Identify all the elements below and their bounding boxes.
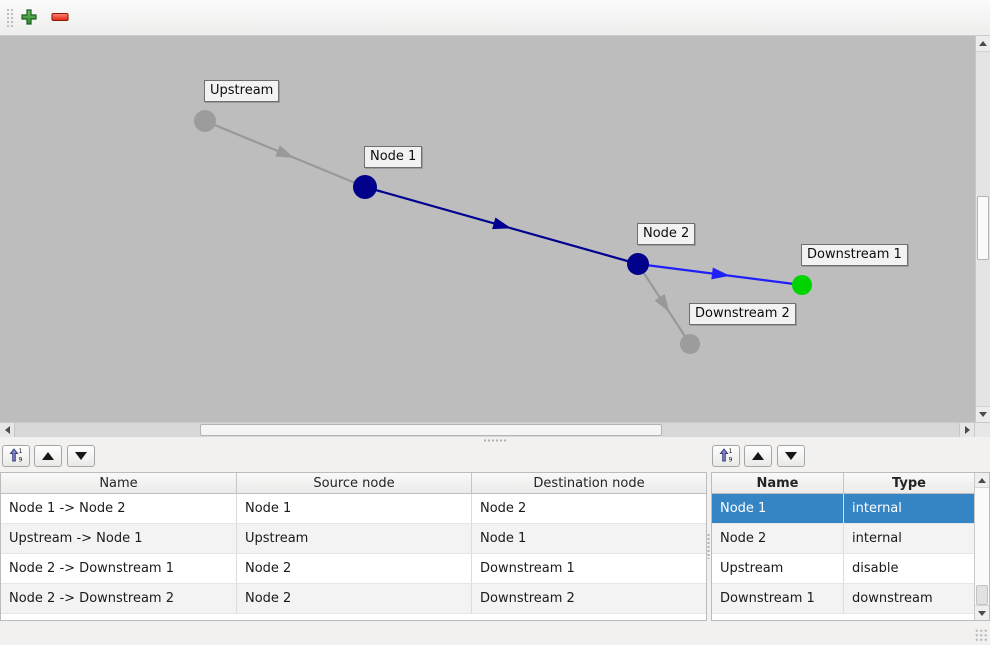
table-row[interactable]: Node 2 internal [712,524,974,554]
node-type: downstream [852,591,933,606]
header-destination-node[interactable]: Destination node [533,475,645,491]
scroll-left-button[interactable] [0,423,15,437]
edge-source: Node 2 [237,554,472,583]
svg-text:1: 1 [19,448,23,455]
table-row-selected[interactable]: Node 1 internal [712,494,974,524]
node-type: internal [852,501,902,516]
scrollbar-corner [974,422,990,437]
graph-node[interactable] [353,175,377,199]
edges-move-up-button[interactable] [34,445,62,467]
toolbar [0,0,990,36]
nodes-table: Name Type Node 1 internal Node 2 interna… [711,472,990,621]
edge-arrow-icon[interactable] [492,217,513,234]
graph-node[interactable] [792,275,812,295]
toolbar-drag-handle[interactable] [6,8,14,29]
edge-source: Node 1 [237,494,472,523]
scroll-right-button[interactable] [959,423,974,437]
edge-source: Upstream [237,524,472,553]
scroll-down-button[interactable] [976,406,990,422]
nodes-move-down-button[interactable] [777,445,805,467]
scroll-up-button[interactable] [976,36,990,52]
edge-destination: Node 1 [480,531,527,546]
vertical-splitter[interactable] [706,444,711,621]
table-row[interactable]: Node 2 -> Downstream 2 Node 2 Downstream… [1,584,706,614]
node-name: Node 1 [712,494,844,523]
horizontal-scrollbar-thumb[interactable] [200,424,662,436]
node-name: Node 2 [712,524,844,553]
triangle-down-icon [785,452,797,460]
svg-text:1: 1 [729,448,733,455]
svg-text:9: 9 [729,456,733,463]
table-row[interactable]: Upstream -> Node 1 Upstream Node 1 [1,524,706,554]
scroll-up-button[interactable] [975,473,989,488]
triangle-up-icon [752,452,764,460]
node-label[interactable]: Downstream 1 [801,244,908,266]
sort-ascending-icon: 1 9 [8,447,24,466]
splitter-handle-icon [707,533,710,559]
table-row[interactable]: Node 1 -> Node 2 Node 1 Node 2 [1,494,706,524]
edge-arrow-icon[interactable] [275,145,296,163]
svg-text:9: 9 [19,456,23,463]
edge-name: Node 2 -> Downstream 1 [1,554,237,583]
nodes-sort-button[interactable]: 1 9 [712,445,740,467]
edge-destination: Node 2 [480,501,527,516]
node-label[interactable]: Node 2 [637,223,696,245]
header-name[interactable]: Name [1,473,237,493]
triangle-down-icon [979,412,987,417]
minus-icon [51,11,69,26]
remove-button[interactable] [48,6,72,30]
plus-icon [20,8,38,29]
edges-table-header: Name Source node Destination node [1,473,706,494]
edges-sort-button[interactable]: 1 9 [2,445,30,467]
node-type: internal [852,531,902,546]
header-type[interactable]: Type [892,475,926,491]
nodes-table-header: Name Type [712,473,974,494]
header-name[interactable]: Name [712,473,844,493]
vertical-scrollbar-thumb[interactable] [977,196,989,260]
edge-name: Node 1 -> Node 2 [1,494,237,523]
horizontal-splitter[interactable] [0,437,990,444]
table-row[interactable]: Node 2 -> Downstream 1 Node 2 Downstream… [1,554,706,584]
triangle-up-icon [978,477,986,483]
edge-destination: Downstream 1 [480,561,575,576]
header-source-node[interactable]: Source node [237,473,472,493]
triangle-left-icon [4,426,10,434]
triangle-down-icon [75,452,87,460]
triangle-down-icon [978,610,986,616]
canvas-horizontal-scrollbar[interactable] [0,422,974,437]
status-bar [0,621,990,645]
node-label[interactable]: Downstream 2 [689,303,796,325]
node-name: Downstream 1 [712,584,844,613]
add-button[interactable] [17,6,41,30]
triangle-up-icon [979,41,987,46]
edges-move-down-button[interactable] [67,445,95,467]
edge-destination: Downstream 2 [480,591,575,606]
edge-arrow-icon[interactable] [654,294,675,316]
nodes-move-up-button[interactable] [744,445,772,467]
edge-source: Node 2 [237,584,472,613]
sort-ascending-icon: 1 9 [718,447,734,466]
graph-node[interactable] [680,334,700,354]
table-row[interactable]: Upstream disable [712,554,974,584]
edge-name: Node 2 -> Downstream 2 [1,584,237,613]
table-row[interactable]: Downstream 1 downstream [712,584,974,614]
resize-grip-icon[interactable] [975,629,988,642]
nodes-table-scrollbar[interactable] [974,473,989,620]
node-name: Upstream [712,554,844,583]
graph-node[interactable] [627,253,649,275]
edges-table: Name Source node Destination node Node 1… [0,472,707,621]
graph-node[interactable] [194,110,216,132]
scrollbar-thumb[interactable] [976,585,988,605]
scroll-down-button[interactable] [975,605,989,620]
canvas-vertical-scrollbar[interactable] [975,36,990,422]
triangle-up-icon [42,452,54,460]
edge-name: Upstream -> Node 1 [1,524,237,553]
node-label[interactable]: Upstream [204,80,280,102]
edge-arrow-icon[interactable] [711,267,730,282]
node-label[interactable]: Node 1 [364,146,423,168]
triangle-right-icon [964,426,970,434]
splitter-handle-icon [483,439,507,442]
node-type: disable [852,561,899,576]
